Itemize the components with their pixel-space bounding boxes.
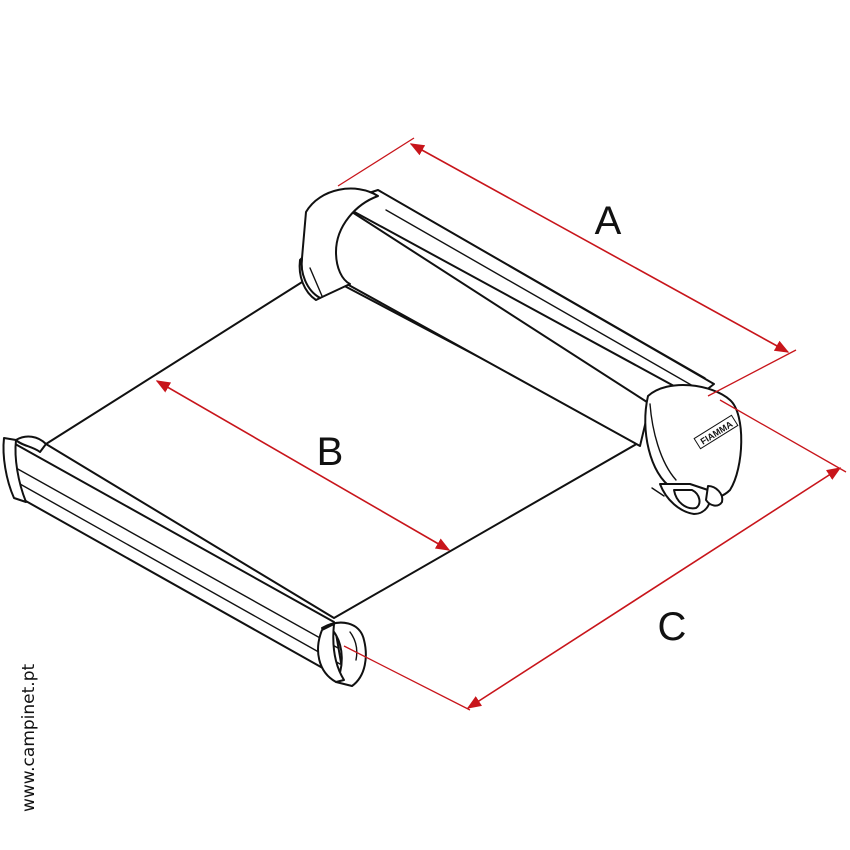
dimension-c-label: C — [658, 605, 687, 649]
dimension-b-line — [155, 380, 451, 551]
dimension-c-line — [466, 467, 842, 709]
front-rail-right-end-cap — [317, 621, 367, 687]
dimension-b: B — [155, 380, 451, 551]
dimension-a-label: A — [595, 199, 622, 243]
watermark-text: www.campinet.pt — [19, 664, 39, 812]
dimension-a: A — [337, 137, 797, 397]
cassette-left-end-cap — [298, 187, 379, 301]
dimension-c-extension-right — [719, 399, 847, 473]
dimension-a-extension-left — [337, 137, 415, 187]
dimension-b-label: B — [317, 430, 344, 474]
dimension-a-extension-right — [707, 349, 797, 397]
dimension-a-line — [409, 143, 790, 353]
dimension-c-extension-left — [343, 645, 471, 711]
dimension-c: C — [343, 399, 847, 711]
